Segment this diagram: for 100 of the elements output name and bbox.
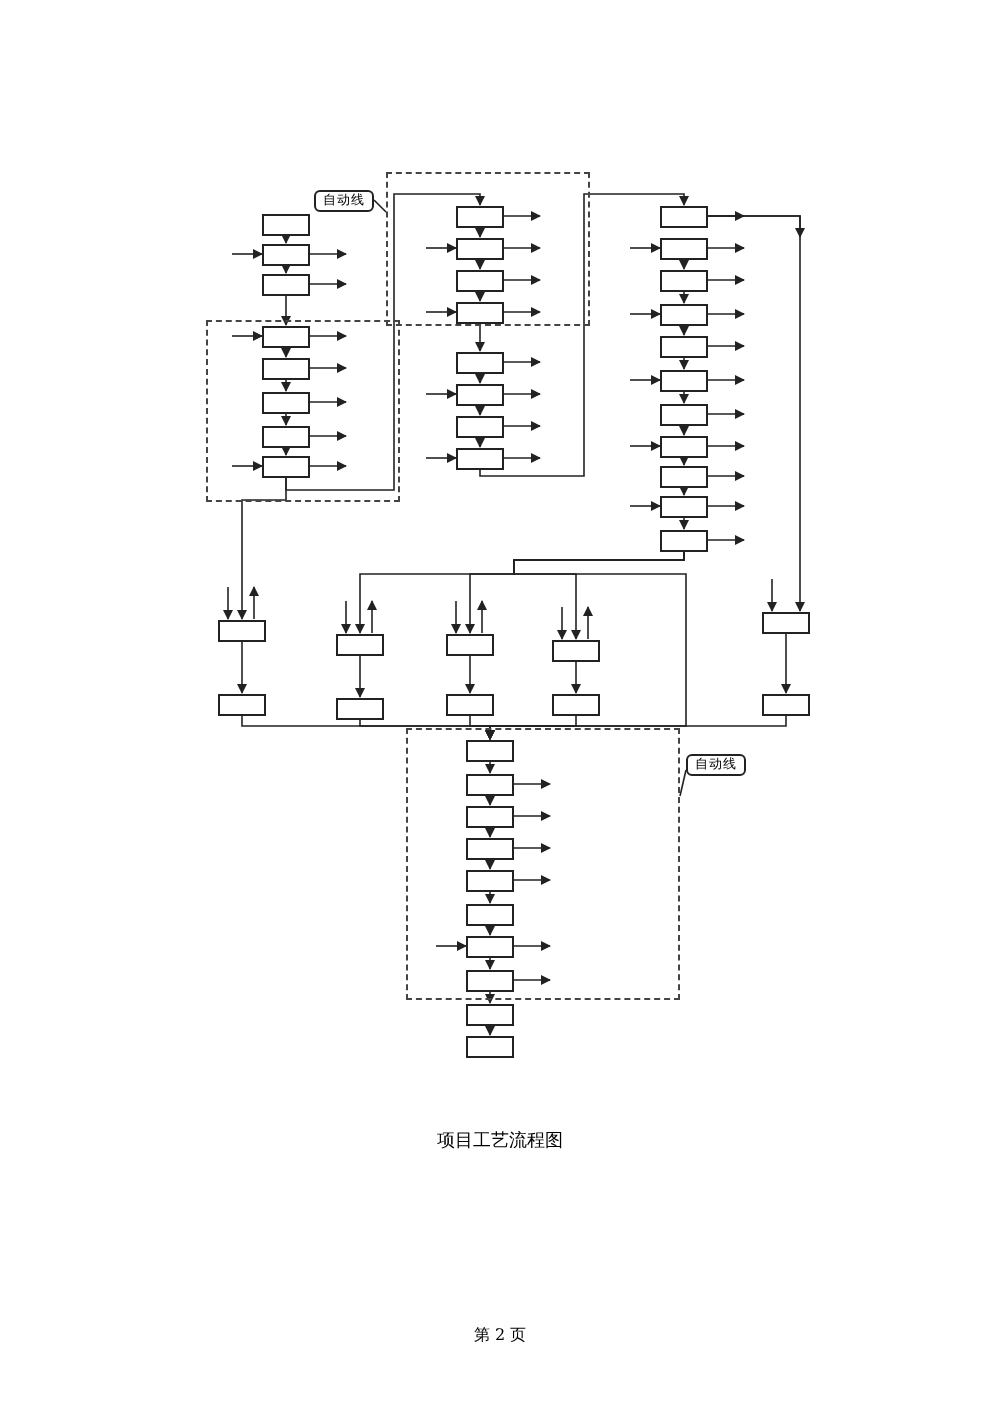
process-box: [456, 269, 504, 291]
arrow: [679, 390, 689, 404]
arrow: [707, 535, 745, 545]
process-box: [456, 415, 504, 437]
arrow: [485, 990, 495, 1004]
process-box: [262, 357, 310, 379]
process-box: [336, 697, 384, 719]
arrow: [465, 654, 475, 694]
arrow: [513, 811, 551, 821]
arrow: [503, 421, 541, 431]
arrow: [475, 258, 485, 270]
arrow: [707, 215, 805, 612]
process-box: [456, 351, 504, 373]
arrow: [425, 453, 457, 463]
process-box: [660, 237, 708, 259]
process-box: [262, 455, 310, 477]
process-box: [762, 611, 810, 633]
dashed-group-frame: [406, 728, 680, 1000]
process-box: [466, 969, 514, 991]
arrow: [503, 453, 541, 463]
arrow: [309, 249, 347, 259]
process-box: [446, 693, 494, 715]
arrow: [425, 307, 457, 317]
process-box: [660, 335, 708, 357]
arrow: [707, 501, 745, 511]
process-box: [660, 303, 708, 325]
process-box: [466, 1003, 514, 1025]
arrow: [485, 890, 495, 904]
arrow: [503, 243, 541, 253]
process-box: [262, 243, 310, 265]
process-box: [456, 383, 504, 405]
arrow: [707, 441, 745, 451]
arrow: [281, 446, 291, 456]
arrow: [707, 309, 745, 319]
arrow: [309, 461, 347, 471]
arrow: [237, 640, 247, 694]
process-box: [660, 269, 708, 291]
arrow: [485, 1024, 495, 1036]
process-box: [660, 369, 708, 391]
arrow: [513, 941, 551, 951]
process-box: [456, 447, 504, 469]
process-box: [262, 391, 310, 413]
process-box: [552, 693, 600, 715]
process-box: [262, 213, 310, 235]
process-box: [456, 301, 504, 323]
arrow: [767, 578, 777, 612]
arrow: [707, 471, 745, 481]
arrow: [309, 279, 347, 289]
arrow: [629, 441, 661, 451]
arrow: [475, 436, 485, 448]
arrow: [679, 456, 689, 466]
arrow: [485, 858, 495, 870]
arrow: [475, 372, 485, 384]
process-box: [456, 237, 504, 259]
arrow: [503, 307, 541, 317]
process-box: [218, 693, 266, 715]
arrow: [281, 234, 291, 244]
arrow: [223, 586, 233, 620]
process-box: [262, 425, 310, 447]
process-box: [456, 205, 504, 227]
process-box: [446, 633, 494, 655]
process-box: [660, 465, 708, 487]
arrow: [679, 290, 689, 304]
arrow: [309, 363, 347, 373]
arrow: [679, 424, 689, 436]
arrow: [281, 346, 291, 358]
arrow: [355, 654, 365, 698]
arrow: [679, 356, 689, 370]
arrow: [237, 476, 287, 620]
dashed-group-frame: [206, 319, 400, 501]
arrow: [557, 606, 567, 640]
arrow: [513, 843, 551, 853]
process-box: [466, 869, 514, 891]
process-box: [762, 693, 810, 715]
arrow: [629, 375, 661, 385]
process-box: [660, 495, 708, 517]
arrow: [629, 309, 661, 319]
arrow: [503, 275, 541, 285]
arrow: [707, 375, 745, 385]
arrow: [435, 941, 467, 951]
caption: 项目工艺流程图: [437, 1129, 563, 1154]
leader-line: [373, 199, 387, 213]
process-box: [466, 935, 514, 957]
arrow: [571, 660, 581, 694]
arrow: [475, 404, 485, 416]
process-box: [660, 403, 708, 425]
arrow: [281, 378, 291, 392]
arrow: [231, 331, 263, 341]
process-box: [336, 633, 384, 655]
arrow: [503, 389, 541, 399]
process-box: [552, 639, 600, 661]
arrow: [285, 193, 485, 491]
arrow: [679, 486, 689, 496]
arrow: [249, 586, 259, 620]
process-box: [218, 619, 266, 641]
arrow: [281, 264, 291, 274]
arrow: [485, 794, 495, 806]
process-box: [262, 325, 310, 347]
arrow: [513, 975, 551, 985]
arrow: [583, 606, 593, 640]
